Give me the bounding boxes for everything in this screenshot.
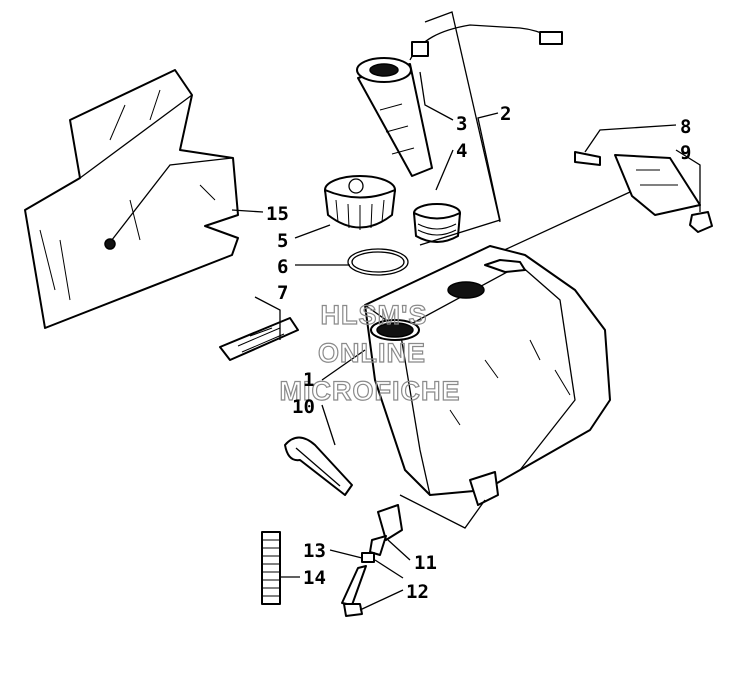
- callout-13: 13: [303, 540, 326, 562]
- part-6-o-ring: [347, 248, 409, 276]
- callout-9: 9: [680, 142, 691, 164]
- strap-line: [499, 191, 631, 253]
- part-15-shield: [24, 69, 239, 329]
- callout-10: 10: [292, 396, 315, 418]
- callout-11: 11: [414, 552, 437, 574]
- part-14-coil: [261, 531, 281, 605]
- callout-8: 8: [680, 116, 691, 138]
- watermark: HLSM'S ONLINE MICROFICHE: [279, 299, 461, 406]
- callout-7: 7: [277, 282, 288, 304]
- watermark-line-1: HLSM'S: [321, 300, 428, 330]
- watermark-line-3: MICROFICHE: [280, 376, 461, 406]
- callout-6: 6: [277, 256, 288, 278]
- part-12-fuel-line: [341, 552, 375, 617]
- callout-14: 14: [303, 567, 326, 589]
- part-5-fuel-cap: [324, 175, 396, 230]
- part-9-nut: [689, 211, 713, 233]
- part-10-clamp: [284, 436, 353, 496]
- callout-3: 3: [456, 113, 467, 135]
- callout-2: 2: [500, 103, 511, 125]
- part-3-fuel-gauge: [356, 24, 563, 177]
- callout-labels: 1 2 3 4 5 6 7 8 9 10 11 12 13 14 15: [266, 103, 691, 603]
- part-7-decal: [219, 317, 299, 361]
- callout-1: 1: [303, 369, 314, 391]
- part-8-bracket-bolt: [574, 151, 701, 216]
- callout-15: 15: [266, 203, 289, 225]
- part-11-fitting: [369, 504, 403, 556]
- part-4-grommet: [413, 203, 461, 243]
- callout-4: 4: [456, 140, 467, 162]
- watermark-line-2: ONLINE: [318, 338, 426, 368]
- callout-5: 5: [277, 230, 288, 252]
- callout-12: 12: [406, 581, 429, 603]
- part-1-fuel-tank: [364, 245, 611, 506]
- part-6-o-ring-inner: [351, 251, 405, 273]
- leader-lines: [231, 11, 701, 611]
